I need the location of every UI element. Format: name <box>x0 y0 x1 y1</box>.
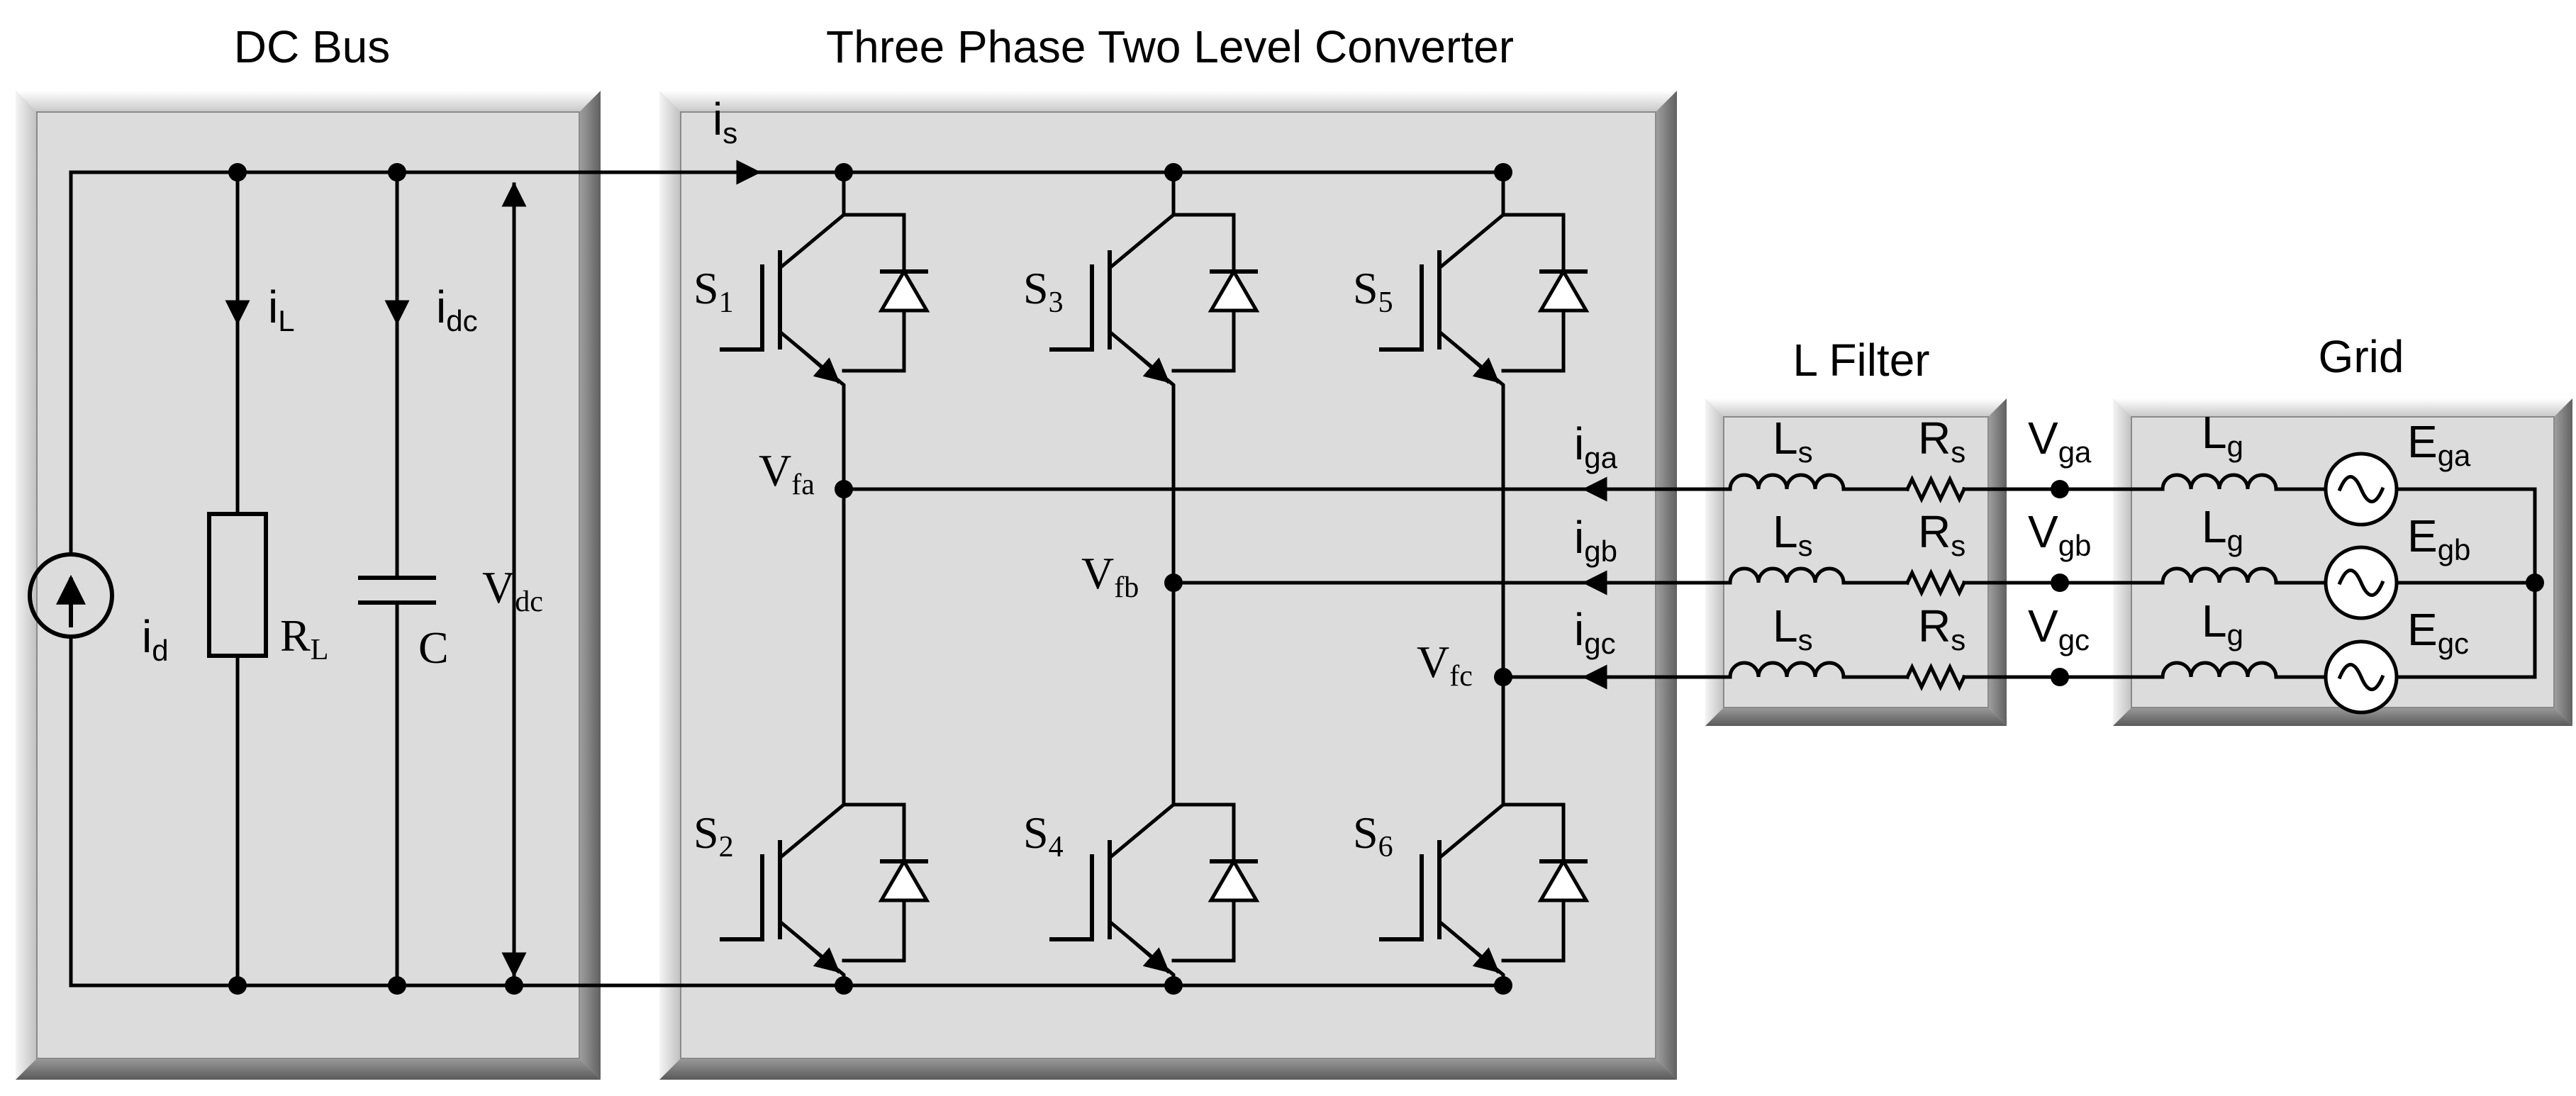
panel-frames <box>16 91 2572 1080</box>
current-source-icon <box>28 552 114 639</box>
igbt-lower-icon <box>720 760 930 988</box>
c-label: C <box>418 622 449 673</box>
node-dot <box>2051 574 2069 592</box>
igbt-upper-icon <box>1379 170 1590 398</box>
filter-resistor-icon <box>1905 569 1967 597</box>
filter-inductor-icon <box>1728 473 1846 491</box>
grid-title: Grid <box>2319 331 2404 382</box>
dc-bus-title: DC Bus <box>234 21 391 72</box>
node-dot <box>228 976 247 995</box>
grid-lg-label-a: Lg <box>2202 407 2243 463</box>
filter-resistor-icon <box>1905 475 1967 503</box>
node-dot <box>835 480 853 498</box>
node-dot <box>388 976 406 995</box>
i-l-label: iL <box>268 281 295 337</box>
converter-leg <box>1049 163 1260 995</box>
v-gb-label: Vgb <box>2028 506 2091 562</box>
v-fc-label: Vfc <box>1417 637 1473 693</box>
converter-title: Three Phase Two Level Converter <box>826 21 1514 72</box>
switch-label-s5: S5 <box>1353 263 1393 319</box>
filter-inductor-icon <box>1728 566 1846 585</box>
igbt-lower-icon <box>1379 760 1590 988</box>
ac-side-circuit <box>835 452 2544 715</box>
phase-row <box>835 452 2537 527</box>
node-dot <box>505 976 523 995</box>
node-dot <box>835 163 853 181</box>
grid-inductor-icon <box>2160 566 2278 585</box>
node-dot <box>388 163 406 181</box>
switch-label-s3: S3 <box>1023 263 1064 319</box>
e-ga-label: Ega <box>2407 416 2471 472</box>
igbt-upper-icon <box>1049 170 1260 398</box>
dc-bus-circuit <box>28 163 1502 995</box>
filter-rs-label-b: Rs <box>1918 506 1966 562</box>
e-gc-label: Egc <box>2407 604 2469 660</box>
node-dot <box>228 163 247 181</box>
i-ga-label: iga <box>1574 418 1618 474</box>
v-gc-label: Vgc <box>2028 600 2090 656</box>
node-dot <box>2051 668 2069 686</box>
filter-ls-label-a: Ls <box>1773 413 1813 469</box>
switch-label-s4: S4 <box>1023 807 1064 863</box>
filter-ls-label-c: Ls <box>1773 600 1813 656</box>
capacitor-icon <box>358 576 436 605</box>
i-s-label: is <box>713 94 737 150</box>
filter-rs-label-c: Rs <box>1918 600 1966 656</box>
phase-row <box>1494 639 2537 715</box>
node-dot <box>1494 976 1512 995</box>
l-filter-title: L Filter <box>1792 335 1929 386</box>
grid-lg-label-b: Lg <box>2202 501 2243 557</box>
converter-legs <box>720 163 1590 995</box>
i-dc-label: idc <box>436 281 478 337</box>
node-dot <box>1164 163 1183 181</box>
switch-label-s2: S2 <box>693 807 734 863</box>
converter-leg <box>1379 163 1590 995</box>
node-dot <box>1164 574 1183 592</box>
node-dot <box>1494 668 1512 686</box>
filter-ls-label-b: Ls <box>1773 506 1813 562</box>
node-dot <box>2051 480 2069 498</box>
converter-leg <box>720 163 930 995</box>
node-dot <box>2526 574 2544 592</box>
filter-rs-label-a: Rs <box>1918 413 1966 469</box>
switch-label-s6: S6 <box>1353 807 1393 863</box>
v-ga-label: Vga <box>2028 413 2092 469</box>
e-gb-label: Egb <box>2407 510 2470 566</box>
grid-inductor-icon <box>2160 473 2278 491</box>
node-dot <box>1164 976 1183 995</box>
r-l-label: RL <box>280 610 328 666</box>
load-resistor-icon <box>207 512 268 658</box>
v-fb-label: Vfb <box>1081 548 1139 604</box>
igbt-upper-icon <box>720 170 930 398</box>
grid-lg-label-c: Lg <box>2202 595 2243 652</box>
switch-label-s1: S1 <box>693 263 734 319</box>
grid-inductor-icon <box>2160 661 2278 679</box>
node-dot <box>1494 163 1512 181</box>
phase-row <box>1164 545 2537 620</box>
i-gc-label: igc <box>1574 604 1616 660</box>
v-dc-label: Vdc <box>482 562 543 618</box>
igbt-lower-icon <box>1049 760 1260 988</box>
i-d-label: id <box>142 611 169 667</box>
i-gb-label: igb <box>1574 512 1617 568</box>
node-dot <box>835 976 853 995</box>
filter-inductor-icon <box>1728 661 1846 679</box>
filter-resistor-icon <box>1905 663 1967 691</box>
v-fa-label: Vfa <box>759 445 815 501</box>
